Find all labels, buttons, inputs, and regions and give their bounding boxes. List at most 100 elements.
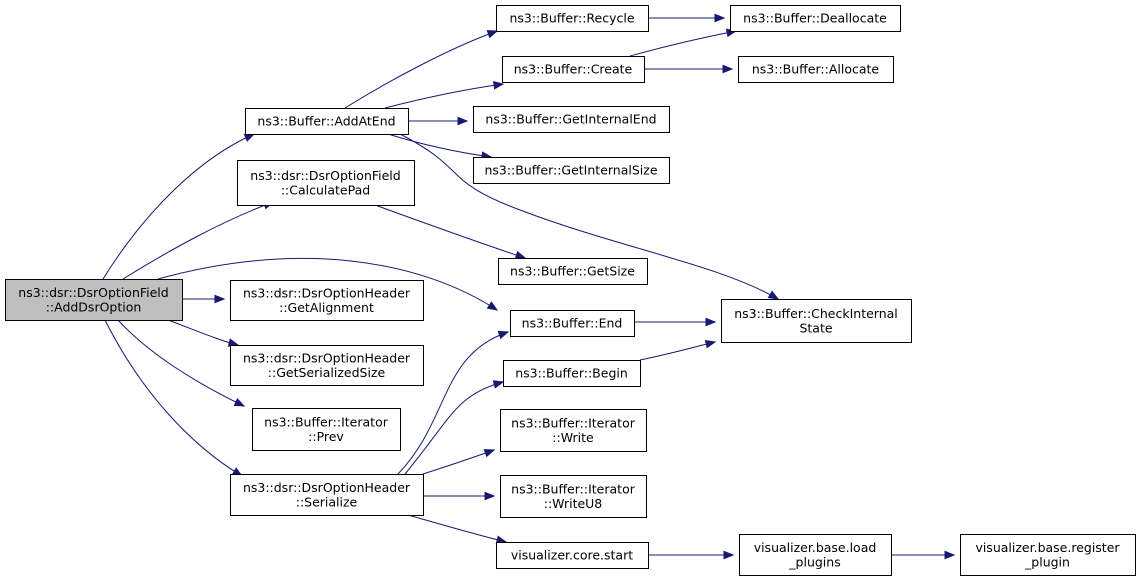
- arrowhead-icon: [457, 116, 469, 126]
- edge-vizStart-to-loadPlugins: [648, 550, 735, 560]
- edge-root-to-getAlign: [182, 294, 226, 304]
- node-label-line: ns3::Buffer::GetSize: [510, 264, 635, 279]
- edge-serialize-to-end: [397, 330, 510, 475]
- node-label-line: ::Write: [552, 430, 594, 445]
- node-label-line: ::Prev: [308, 429, 344, 444]
- node-label-line: ns3::Buffer::Recycle: [509, 11, 634, 26]
- node-itWriteU8[interactable]: ns3::Buffer::Iterator::WriteU8: [500, 475, 647, 518]
- edge-calcPad-to-getSize: [374, 204, 527, 260]
- edge-serialize-to-itWrite: [422, 449, 496, 475]
- node-label-line: ns3::dsr::DsrOptionField: [18, 285, 168, 300]
- node-itPrev[interactable]: ns3::Buffer::Iterator::Prev: [252, 408, 401, 451]
- node-recycle[interactable]: ns3::Buffer::Recycle: [496, 5, 649, 32]
- node-dealloc[interactable]: ns3::Buffer::Deallocate: [730, 5, 901, 32]
- edge-line: [422, 449, 495, 475]
- node-box[interactable]: [960, 534, 1136, 576]
- edge-addAtEnd-to-recycle: [344, 30, 499, 109]
- node-getSize[interactable]: ns3::Buffer::GetSize: [498, 258, 648, 285]
- edge-line: [399, 133, 779, 300]
- node-box[interactable]: [5, 279, 183, 321]
- arrowhead-icon: [214, 294, 226, 304]
- node-label-line: ::GetAlignment: [279, 300, 374, 315]
- arrowhead-icon: [497, 330, 510, 340]
- node-label-line: ns3::Buffer::Begin: [515, 366, 628, 381]
- node-root[interactable]: ns3::dsr::DsrOptionField::AddDsrOption: [5, 279, 183, 321]
- node-label-line: ns3::dsr::DsrOptionField: [250, 168, 400, 183]
- node-box[interactable]: [721, 299, 912, 343]
- edge-line: [344, 30, 498, 109]
- node-box[interactable]: [230, 474, 424, 516]
- node-label-line: ns3::Buffer::AddAtEnd: [257, 114, 395, 129]
- node-begin[interactable]: ns3::Buffer::Begin: [503, 360, 641, 387]
- node-label-line: ns3::Buffer::Iterator: [511, 481, 636, 496]
- arrowhead-icon: [705, 317, 717, 327]
- node-box[interactable]: [739, 534, 892, 576]
- node-label-line: ns3::Buffer::GetInternalEnd: [485, 112, 656, 127]
- node-box[interactable]: [237, 160, 415, 206]
- node-label-line: State: [799, 320, 832, 335]
- edge-line: [117, 319, 245, 407]
- node-label-line: visualizer.base.load: [754, 540, 877, 555]
- edge-line: [104, 319, 243, 477]
- edge-line: [122, 201, 274, 280]
- edge-line: [102, 133, 255, 280]
- node-alloc[interactable]: ns3::Buffer::Allocate: [738, 56, 894, 83]
- edge-root-to-itPrev: [117, 319, 246, 407]
- edge-serialize-to-vizStart: [407, 514, 508, 544]
- arrowhead-icon: [492, 81, 505, 90]
- node-calcPad[interactable]: ns3::dsr::DsrOptionField::CalculatePad: [237, 160, 415, 206]
- edge-line: [374, 204, 526, 259]
- node-box[interactable]: [496, 542, 649, 569]
- edge-line: [397, 331, 509, 475]
- node-box[interactable]: [252, 408, 401, 451]
- node-getIntEnd[interactable]: ns3::Buffer::GetInternalEnd: [473, 106, 670, 133]
- node-box[interactable]: [500, 409, 647, 452]
- arrowhead-icon: [714, 13, 726, 23]
- node-label-line: ::Serialize: [296, 494, 358, 509]
- edge-loadPlugins-to-regPlugin: [891, 550, 956, 560]
- node-box[interactable]: [498, 258, 648, 285]
- node-box[interactable]: [510, 310, 635, 337]
- node-box[interactable]: [473, 106, 670, 133]
- node-getSerSize[interactable]: ns3::dsr::DsrOptionHeader::GetSerialized…: [230, 345, 424, 386]
- node-box[interactable]: [503, 360, 641, 387]
- node-label-line: ns3::Buffer::Iterator: [511, 415, 636, 430]
- arrowhead-icon: [486, 301, 499, 311]
- node-label-line: ns3::dsr::DsrOptionHeader: [243, 350, 411, 365]
- node-label-line: ::CalculatePad: [281, 182, 370, 197]
- arrowhead-icon: [767, 290, 780, 300]
- node-serialize[interactable]: ns3::dsr::DsrOptionHeader::Serialize: [230, 474, 424, 516]
- node-label-line: ::WriteU8: [544, 496, 603, 511]
- edge-line: [639, 341, 716, 361]
- node-label-line: ::GetSerializedSize: [268, 365, 386, 380]
- node-box[interactable]: [473, 157, 670, 184]
- node-getIntSize[interactable]: ns3::Buffer::GetInternalSize: [473, 157, 670, 184]
- node-getAlign[interactable]: ns3::dsr::DsrOptionHeader::GetAlignment: [230, 280, 424, 321]
- edge-root-to-serialize: [104, 319, 244, 477]
- edge-serialize-to-itWriteU8: [423, 491, 496, 501]
- node-itWrite[interactable]: ns3::Buffer::Iterator::Write: [500, 409, 647, 452]
- node-box[interactable]: [230, 280, 424, 321]
- node-label-line: ns3::dsr::DsrOptionHeader: [243, 480, 411, 495]
- node-vizStart[interactable]: visualizer.core.start: [496, 542, 649, 569]
- node-box[interactable]: [230, 345, 424, 386]
- edge-serialize-to-begin: [404, 380, 505, 475]
- node-box[interactable]: [496, 5, 649, 32]
- node-end[interactable]: ns3::Buffer::End: [510, 310, 635, 337]
- node-label-line: visualizer.core.start: [511, 548, 633, 563]
- node-box[interactable]: [738, 56, 894, 83]
- node-create[interactable]: ns3::Buffer::Create: [502, 56, 645, 83]
- node-box[interactable]: [730, 5, 901, 32]
- arrowhead-icon: [233, 397, 246, 407]
- node-box[interactable]: [500, 475, 647, 518]
- arrowhead-icon: [944, 550, 956, 560]
- edge-line: [407, 514, 507, 543]
- node-box[interactable]: [502, 56, 645, 83]
- node-addAtEnd[interactable]: ns3::Buffer::AddAtEnd: [245, 108, 409, 135]
- node-label-line: ::AddDsrOption: [46, 299, 142, 314]
- node-box[interactable]: [245, 108, 409, 135]
- node-loadPlugins[interactable]: visualizer.base.load_plugins: [739, 534, 892, 576]
- node-regPlugin[interactable]: visualizer.base.register_plugin: [960, 534, 1136, 576]
- edge-line: [629, 30, 737, 57]
